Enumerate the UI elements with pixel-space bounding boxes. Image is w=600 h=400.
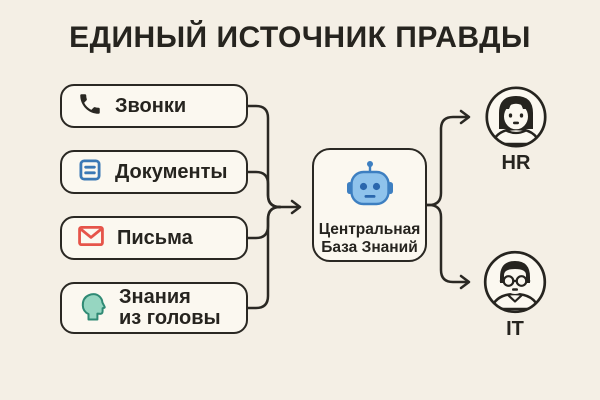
mail-icon: [77, 224, 105, 253]
woman-avatar-icon: [485, 86, 547, 148]
it-label: IT: [506, 318, 524, 340]
wire-head-to-hub: [246, 205, 282, 310]
source-box-documents: Документы: [60, 150, 248, 194]
head-icon: [77, 289, 107, 327]
arrowhead-into-hr: [459, 109, 471, 125]
wire-hub-to-hr: [425, 115, 469, 207]
source-box-letters: Письма: [60, 216, 248, 260]
source-label-head-knowledge: Знания из головы: [119, 287, 221, 329]
hub-label-line2: База Знаний: [321, 239, 418, 257]
source-label-calls: Звонки: [115, 94, 187, 117]
central-knowledge-base-box: Центральная База Знаний: [312, 148, 427, 262]
it-avatar: [480, 247, 550, 317]
source-label-documents: Документы: [115, 160, 228, 183]
wire-mail-to-hub: [246, 205, 282, 240]
source-label-letters: Письма: [117, 226, 193, 249]
wire-hub-to-it: [425, 203, 469, 284]
source-box-head-knowledge: Знания из головы: [60, 282, 248, 334]
head-knowledge-line1: Знания: [119, 286, 191, 308]
page-title: ЕДИНЫЙ ИСТОЧНИК ПРАВДЫ: [69, 21, 531, 54]
hr-label: HR: [501, 152, 531, 174]
hub-label: Центральная База Знаний: [319, 221, 421, 258]
wire-docs-to-hub: [246, 170, 282, 209]
man-avatar-icon: [483, 250, 547, 314]
source-box-calls: Звонки: [60, 84, 248, 128]
wire-calls-to-hub: [246, 104, 282, 209]
hub-label-line1: Центральная: [318, 221, 421, 238]
hr-avatar: [481, 82, 551, 152]
document-icon: [77, 157, 103, 188]
arrowhead-into-it: [459, 274, 471, 290]
robot-icon: [342, 158, 398, 219]
arrowhead-into-hub: [290, 199, 302, 215]
head-knowledge-line2: из головы: [119, 307, 221, 329]
phone-icon: [77, 91, 103, 122]
